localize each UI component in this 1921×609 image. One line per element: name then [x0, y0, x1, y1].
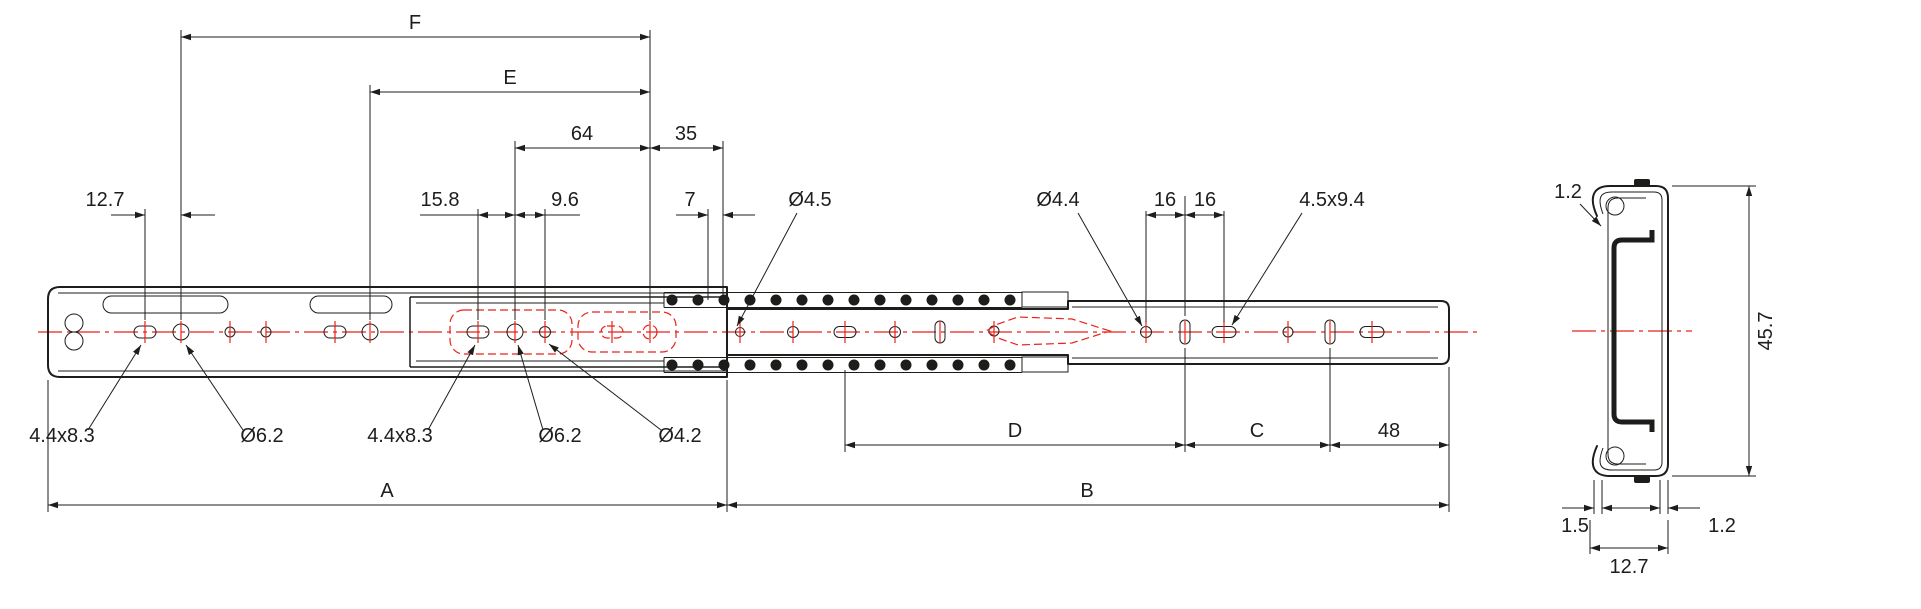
dimension-12-7: 12.7: [86, 189, 215, 219]
hatched-section-top: [1021, 291, 1069, 308]
dim-64-label: 64: [571, 123, 593, 145]
cs-1-2-bottom-label: 1.2: [1708, 515, 1736, 537]
dimension-e: E: [370, 67, 650, 96]
dim-a-label: A: [380, 480, 394, 502]
ball-bearings: [663, 291, 1069, 373]
dimension-1-2-bottom: 1.2: [1628, 504, 1736, 537]
dimension-35: 35: [650, 123, 723, 152]
dim-12-7-label: 12.7: [86, 189, 125, 211]
dia-6-2-mid-label: Ø6.2: [538, 425, 581, 447]
cs-1-5-label: 1.5: [1561, 515, 1589, 537]
dia-6-2-left-label: Ø6.2: [240, 425, 283, 447]
cs-1-2-top-label: 1.2: [1554, 181, 1582, 203]
dimension-c: C: [1185, 420, 1330, 449]
leader-slot-4-4x8-3-left: 4.4x8.3: [29, 344, 142, 447]
dimension-7: 7: [676, 189, 755, 219]
extension-lines: [47, 30, 1450, 512]
dim-9-6-label: 9.6: [551, 189, 579, 211]
slot-4-5x9-4-label: 4.5x9.4: [1299, 189, 1365, 211]
dim-b-label: B: [1080, 480, 1093, 502]
dia-4-4-label: Ø4.4: [1036, 189, 1079, 211]
dimension-64: 64: [515, 123, 650, 152]
hole-center-marks: [144, 321, 1373, 343]
section-ball-top: [1605, 196, 1625, 216]
dimension-12-7-width: 12.7: [1590, 544, 1668, 578]
section-drawer-profile: [1611, 230, 1655, 432]
dimension-1-2-top: 1.2: [1554, 181, 1602, 227]
dimension-45-7: 45.7: [1745, 186, 1777, 476]
leader-slot-4-5x9-4: 4.5x9.4: [1231, 189, 1365, 326]
dimension-b: B: [727, 480, 1449, 509]
dimension-f: F: [181, 12, 650, 41]
leader-dia-4-5: Ø4.5: [736, 189, 832, 327]
dim-d-label: D: [1008, 420, 1022, 442]
dim-7-label: 7: [684, 189, 695, 211]
dimension-16-16: 16 16: [1146, 189, 1224, 219]
dim-16-left-label: 16: [1154, 189, 1176, 211]
dimension-d: D: [845, 420, 1185, 449]
dim-e-label: E: [503, 67, 516, 89]
leader-slot-4-4x8-3-mid: 4.4x8.3: [367, 344, 476, 447]
leader-dia-4-2: Ø4.2: [548, 343, 702, 447]
dimension-1-5: 1.5: [1561, 504, 1634, 537]
cs-45-7-label: 45.7: [1755, 312, 1777, 351]
cross-section-view: 1.2 45.7 1.5 1.2 12.7: [1554, 179, 1777, 578]
cs-12-7-label: 12.7: [1610, 556, 1649, 578]
hatched-section-bottom: [1021, 356, 1069, 373]
dia-4-2-label: Ø4.2: [658, 425, 701, 447]
section-extension-lines: [1589, 185, 1756, 554]
slot-4-4x8-3-mid-label: 4.4x8.3: [367, 425, 433, 447]
release-lever-hidden: [984, 316, 1112, 346]
leader-dia-4-4: Ø4.4: [1036, 189, 1143, 327]
dim-f-label: F: [409, 12, 421, 34]
section-ball-bottom: [1605, 446, 1625, 466]
dimension-a: A: [48, 480, 727, 509]
leader-dia-6-2-left: Ø6.2: [185, 344, 284, 447]
dim-16-right-label: 16: [1194, 189, 1216, 211]
dimension-9-6: 9.6: [515, 189, 580, 219]
dimension-48: 48: [1330, 420, 1449, 449]
dim-35-label: 35: [675, 123, 697, 145]
slot-4-4x8-3-left-label: 4.4x8.3: [29, 425, 95, 447]
dim-48-label: 48: [1378, 420, 1400, 442]
dim-c-label: C: [1250, 420, 1264, 442]
leader-dia-6-2-mid: Ø6.2: [517, 344, 582, 447]
dia-4-5-label: Ø4.5: [788, 189, 831, 211]
dimension-15-8: 15.8: [420, 189, 515, 219]
dim-15-8-label: 15.8: [421, 189, 460, 211]
